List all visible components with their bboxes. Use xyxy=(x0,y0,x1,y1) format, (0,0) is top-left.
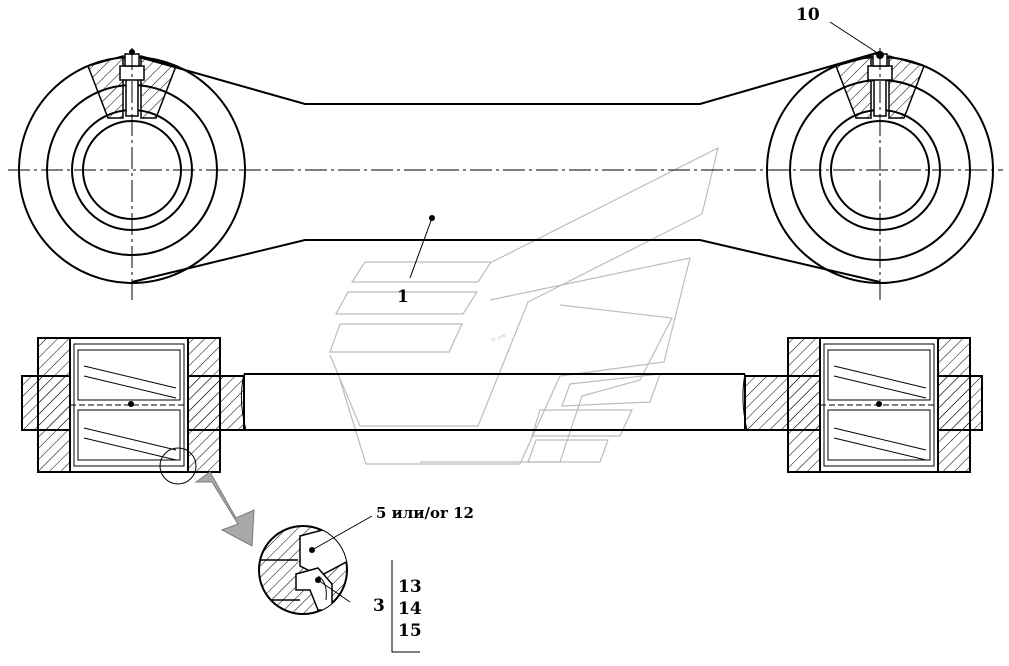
callout-5-12: 5 или/or 12 xyxy=(376,504,474,522)
watermark-logo: © ooo xyxy=(329,146,719,465)
centerlines-top xyxy=(8,48,1003,300)
detail-view xyxy=(258,525,348,615)
grease-fitting-right xyxy=(835,51,925,119)
callout-15: 15 xyxy=(398,621,422,641)
callout-13: 13 xyxy=(398,577,422,597)
detail-marker xyxy=(159,447,255,547)
callout-3: 3 xyxy=(373,596,385,616)
leader-lines xyxy=(311,21,877,653)
rod-section-view xyxy=(21,337,983,473)
callout-14: 14 xyxy=(398,599,422,619)
callout-1: 1 xyxy=(397,287,409,307)
watermark-text: © ooo xyxy=(490,331,507,343)
callout-10: 10 xyxy=(796,5,820,25)
callout-labels: 10 1 5 или/or 12 3 13 14 15 xyxy=(373,5,820,641)
